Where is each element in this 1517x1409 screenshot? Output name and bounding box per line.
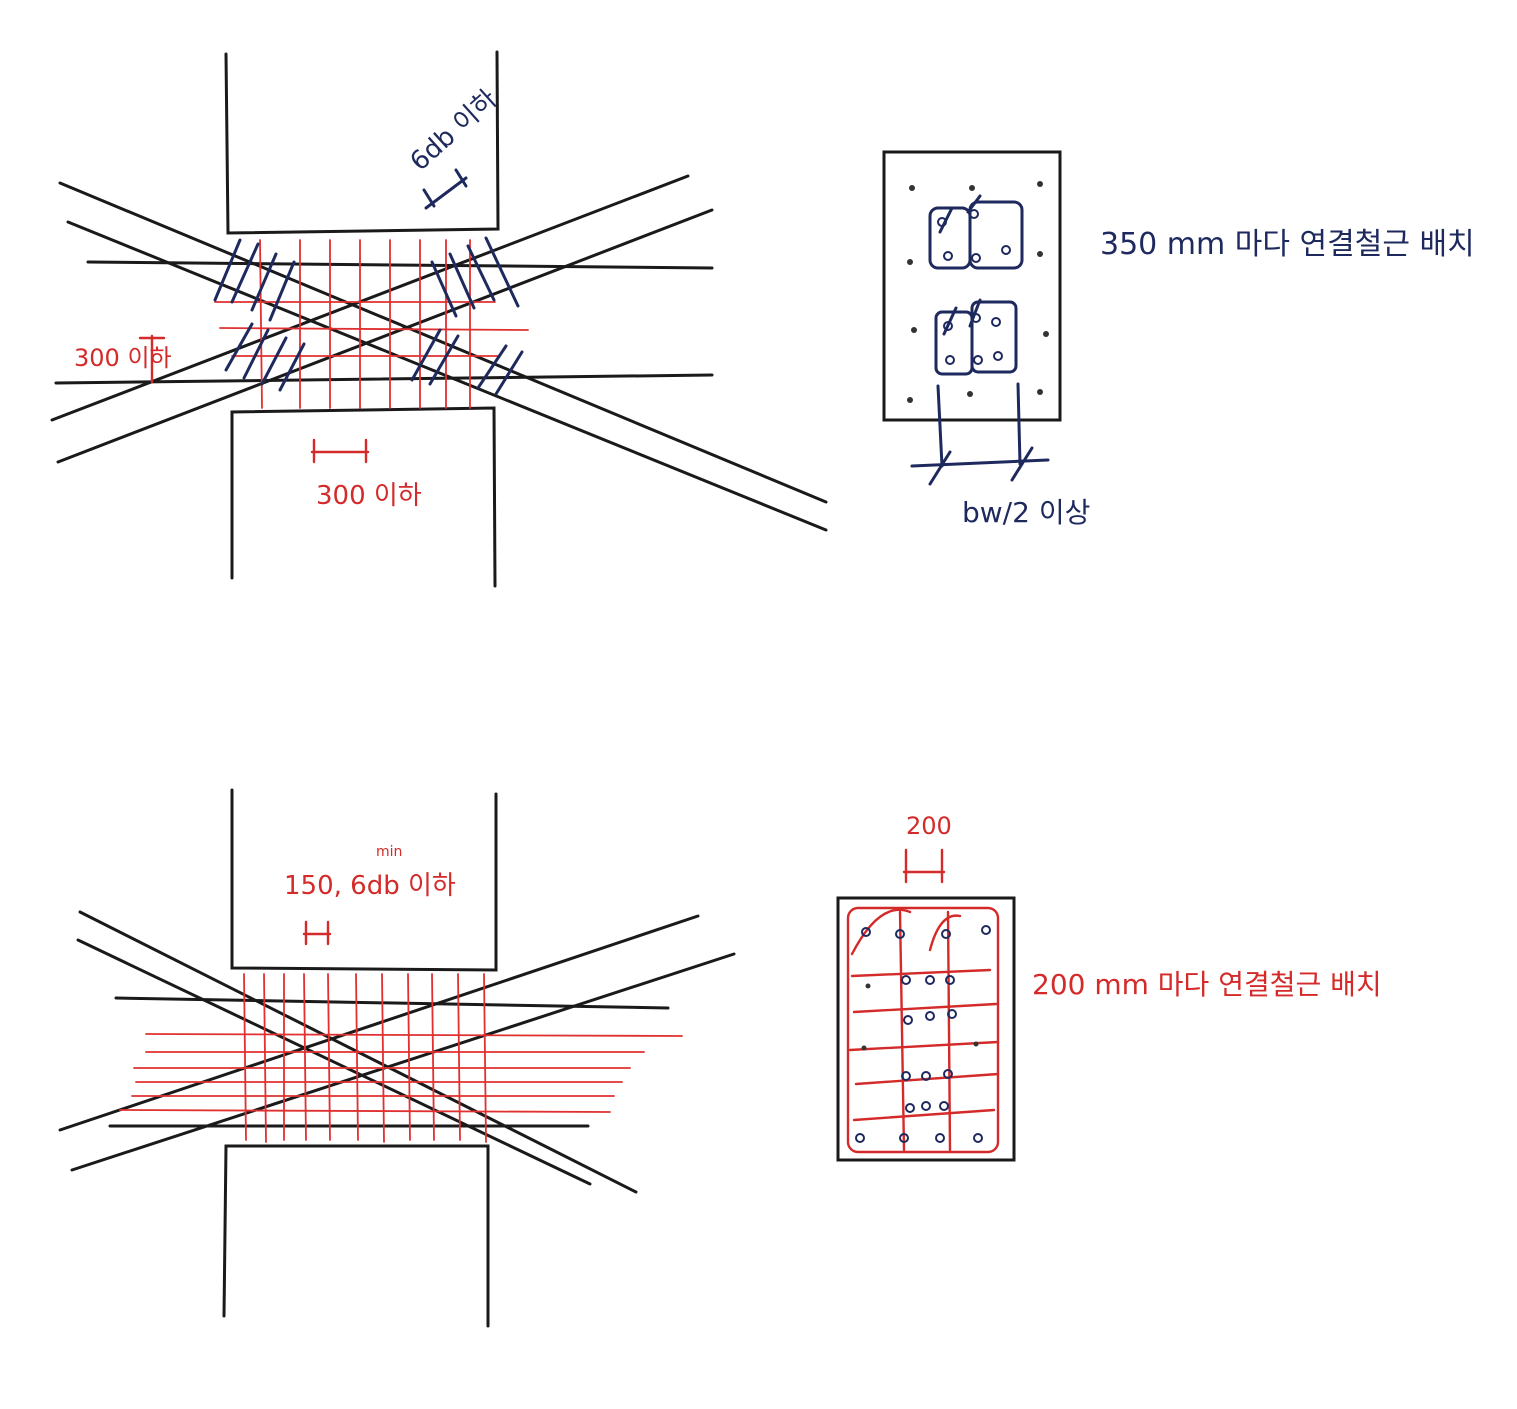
bottom-red-horizontal-bars: [119, 1033, 683, 1113]
top-dimension-6db: [422, 168, 468, 210]
bottom-diagonal-bar: [70, 952, 736, 1172]
top-label-6db: 6db 이하: [405, 84, 504, 177]
bottom-cross-section: 200: [836, 812, 1382, 1162]
top-blue-ties: [213, 236, 524, 396]
top-longitudinal-bar-lower: [54, 373, 714, 385]
bottom-red-vertical-bars: [243, 973, 487, 1143]
bottom-dimension-150: [302, 920, 332, 946]
bottom-diagonal-bar: [76, 938, 592, 1186]
top-section-label-bw2: bw/2 이상: [962, 496, 1090, 529]
top-section-bar-dots: [907, 181, 1049, 403]
top-section-note: 350 mm 마다 연결철근 배치: [1100, 227, 1475, 262]
top-section-dimension-bw2: [910, 382, 1050, 486]
bottom-upper-wall-pier: [230, 788, 498, 972]
top-diagonal-bar: [50, 174, 690, 422]
top-dimension-300-vertical: [138, 334, 166, 384]
top-lower-wall-pier: [230, 406, 497, 588]
bottom-section-outline: [836, 896, 1016, 1162]
top-coupling-beam-diagram: 6db 이하 300 이하 300 이하: [50, 50, 828, 588]
bottom-section-note: 200 mm 마다 연결철근 배치: [1032, 968, 1382, 1001]
bottom-section-dimension-200: [902, 848, 946, 884]
top-label-300-vertical: 300 이하: [74, 344, 172, 372]
top-red-vertical-bars: [259, 239, 471, 409]
top-section-tie-group-lower: [934, 298, 1018, 376]
top-section-tie-group-upper: [928, 194, 1024, 270]
bottom-lower-wall-pier: [222, 1144, 490, 1328]
bottom-section-red-ties: [846, 906, 1000, 1154]
bottom-section-label-200: 200: [906, 812, 952, 840]
top-diagonal-bar: [56, 208, 714, 464]
bottom-label-min: min: [376, 844, 402, 860]
top-label-300-horizontal: 300 이하: [316, 481, 422, 511]
top-diagonal-bar: [58, 181, 828, 504]
bottom-diagonal-bar: [58, 914, 700, 1132]
bottom-section-bars: [855, 925, 991, 1143]
top-longitudinal-bar-upper: [86, 260, 714, 270]
bottom-label-150-6db: 150, 6db 이하: [284, 871, 456, 901]
top-diagonal-bar: [66, 220, 828, 532]
top-section-outline: [882, 150, 1062, 422]
top-dimension-300-horizontal: [310, 438, 370, 464]
top-cross-section: bw/2 이상 350 mm 마다 연결철근 배치: [882, 150, 1475, 529]
bottom-coupling-beam-diagram: min 150, 6db 이하: [58, 788, 736, 1328]
top-upper-wall-pier: [224, 50, 500, 235]
